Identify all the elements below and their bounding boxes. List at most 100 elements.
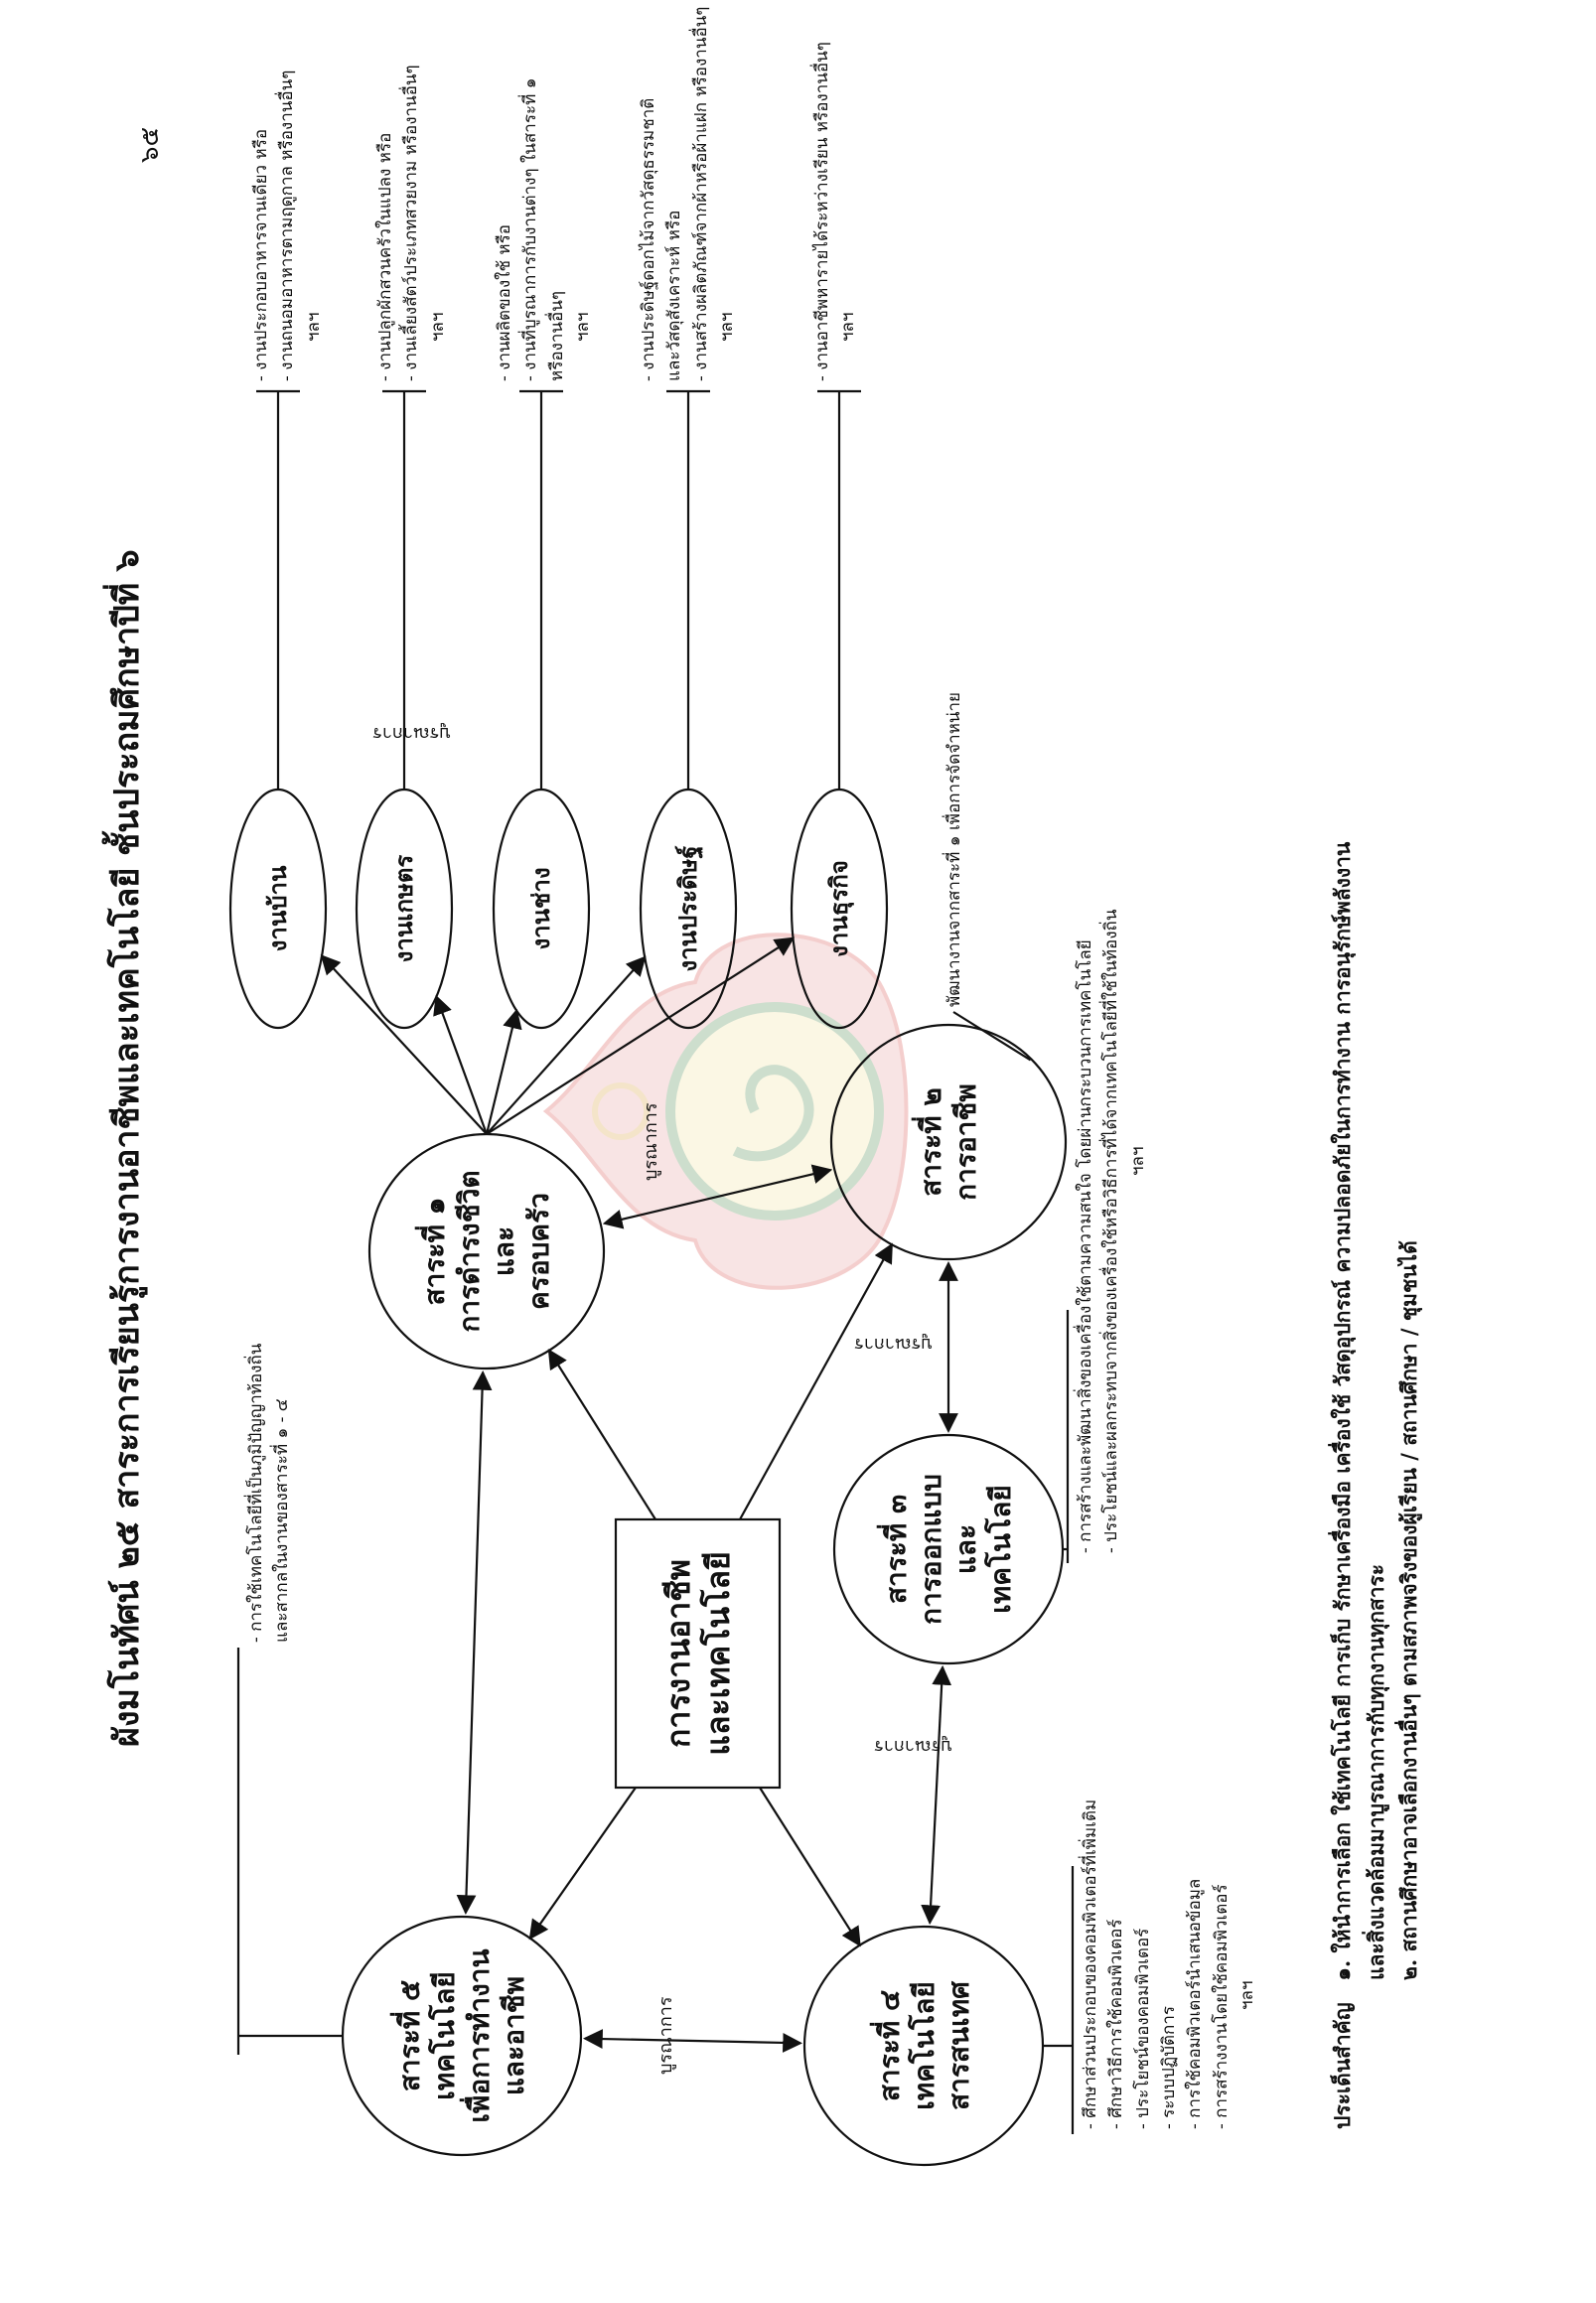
center-label-line: และเทคโนโลยี — [698, 1551, 737, 1756]
strand-circle-s1 — [367, 1132, 606, 1370]
note-business: - งานอาชีพหารายได้ระหว่างเรียน หรืองานอื… — [809, 42, 862, 381]
strand-label-2-line: การอาชีพ — [949, 1083, 982, 1201]
note-line: - ระบบปฏิบัติการ — [1159, 2006, 1180, 2129]
sub-area-label-1: งานบ้าน — [238, 799, 318, 1018]
arrow-center-to-s4 — [759, 1787, 861, 1947]
integration-arrow-s3-s4 — [921, 1664, 952, 1926]
arrow-s1-to-oval-2 — [433, 994, 489, 1135]
sub-area-oval-2 — [355, 788, 454, 1030]
note-etc: ฯลฯ — [303, 312, 324, 342]
strand-label-1-line: และ — [488, 1225, 520, 1277]
arrow-s1-to-oval-1 — [320, 954, 488, 1135]
note-line: - ศึกษาส่วนประกอบของคอมพิวเตอร์ที่เพิ่มเ… — [1081, 1799, 1100, 2129]
strand-label-5: สาระที่ ๕เทคโนโลยีเพื่อการทำงานและอาชีพ — [353, 1927, 571, 2145]
note-line: - งานเลี้ยงสัตว์ประเภทสวยงาม หรืองานอื่น… — [401, 65, 422, 381]
note-line: - การใช้คอมพิวเตอร์นำเสนอข้อมูล — [1185, 1878, 1206, 2129]
note-etc: ฯลฯ — [838, 312, 859, 342]
note-line: - งานผลิตของใช้ หรือ — [495, 224, 514, 381]
note-line: - การสร้างงานโดยใช้คอมพิวเตอร์ — [1211, 1884, 1232, 2129]
strand-label-4-line: เทคโนโลยี — [907, 1981, 941, 2110]
key-points: ประเด็นสำคัญ ๑. ให้นำการเลือก ใช้เทคโนโล… — [1326, 842, 1426, 2129]
strand-circle-s3 — [832, 1433, 1065, 1665]
strand-circle-s2 — [829, 1023, 1068, 1261]
strand-label-3-line: เทคโนโลยี — [984, 1485, 1017, 1614]
sub-area-label-5-line: งานธุรกิจ — [824, 860, 853, 957]
strand-label-2: สาระที่ ๒การอาชีพ — [839, 1033, 1058, 1251]
arrow-center-to-s5 — [528, 1787, 637, 1941]
strand-label-3-line: สาระที่ ๓ — [880, 1494, 913, 1605]
strand-label-5-line: และอาชีพ — [498, 1975, 530, 2096]
note-etc: ฯลฯ — [1127, 1146, 1148, 1176]
sub-area-oval-4 — [639, 788, 738, 1030]
center-box — [614, 1517, 782, 1790]
strand-label-5-line: เพื่อการทำงาน — [463, 1948, 496, 2123]
strand-label-4-line: สารสนเทศ — [942, 1981, 975, 2110]
note-strand-3: - การสร้างและพัฒนาสิ่งของเครื่องใช้ตามคว… — [1073, 910, 1151, 1553]
note-line: - การสร้างและพัฒนาสิ่งของเครื่องใช้ตามคว… — [1076, 939, 1095, 1553]
integration-label-1-5: บูรณาการ — [372, 723, 451, 745]
integration-arrow-s4-s5 — [582, 2029, 803, 2053]
note-etc: ฯลฯ — [1237, 1980, 1258, 2010]
note-line: - งานที่บูรณาการกับงานต่างๆ ในสาระที่ ๑ — [520, 77, 541, 381]
integration-label-3-4: บูรณาการ — [874, 1736, 952, 1758]
note-line: - งานถนอมอาหารตามฤดูกาล หรืองานอื่นๆ — [277, 70, 298, 381]
note-strand-5: - การใช้เทคโนโลยีที่เป็นภูมิปัญญาท้องถิ่… — [243, 1344, 296, 1643]
integration-label-2-3: บูรณาการ — [854, 1334, 933, 1356]
note-line: - การใช้เทคโนโลยีที่เป็นภูมิปัญญาท้องถิ่… — [246, 1343, 266, 1643]
sub-area-label-1-line: งานบ้าน — [263, 865, 292, 952]
sub-area-label-3-line: งานช่าง — [526, 867, 555, 950]
note-housework: - งานประกอบอาหารจานเดียว หรือ - งานถนอมอ… — [248, 71, 327, 381]
arrow-s1-to-oval-3 — [485, 1008, 522, 1135]
note-line: - งานประกอบอาหารจานเดียว หรือ — [251, 128, 271, 381]
key-point-2: ๒. สถานศึกษาอาจเลือกงานอื่นๆ ตามสภาพจริง… — [1396, 1240, 1422, 1980]
strand-label-2-line: สาระที่ ๒ — [915, 1087, 947, 1197]
emblem-wheel — [592, 1082, 650, 1140]
note-line: และวัสดุสังเคราะห์ หรือ — [664, 210, 685, 381]
sub-area-label-3: งานช่าง — [502, 799, 581, 1018]
integration-arrow-s5-s1 — [456, 1369, 493, 1916]
note-line: - ประโยชน์ของคอมพิวเตอร์ — [1132, 1928, 1153, 2129]
note-craft: - งานผลิตของใช้ หรือ - งานที่บูรณาการกับ… — [492, 77, 596, 381]
integration-label-1-2: บูรณาการ — [641, 1102, 661, 1181]
note-line: - ประโยชน์และผลกระทบจากสิ่งของเครื่องใช้… — [1101, 909, 1122, 1553]
note-line: - งานปลูกผักสวนครัวในแปลง หรือ — [375, 132, 395, 381]
center-label-line: การงานอาชีพ — [658, 1559, 697, 1748]
sub-area-label-4: งานประดิษฐ์ — [649, 799, 728, 1018]
emblem-motif — [732, 1065, 814, 1162]
sub-area-label-4-line: งานประดิษฐ์ — [673, 845, 702, 972]
note-strand-4: - ศึกษาส่วนประกอบของคอมพิวเตอร์ที่เพิ่มเ… — [1078, 1799, 1260, 2129]
strand-label-4-line: สาระที่ ๔ — [872, 1989, 906, 2102]
strand-label-5-line: เทคโนโลยี — [428, 1971, 461, 2100]
note-invention: - งานประดิษฐ์ดอกไม้จากวัสดุธรรมชาติ และว… — [636, 7, 740, 381]
sub-area-label-5: งานธุรกิจ — [799, 799, 879, 1018]
sub-area-label-2-line: งานเกษตร — [389, 854, 418, 963]
sub-area-label-2: งานเกษตร — [364, 799, 444, 1018]
page-number: ๖๕ — [135, 126, 165, 163]
sub-area-oval-3 — [492, 788, 591, 1030]
arrow-s1-to-oval-4 — [486, 955, 647, 1135]
note-line: หรืองานอื่นๆ — [546, 291, 567, 381]
strand-label-1-line: การดำรงชีวิต — [453, 1170, 486, 1333]
note-strand-2: พัฒนางานจากสาระที่ ๑ เพื่อการจัดจำหน่าย — [944, 691, 964, 1007]
note-line: และสากลในงานของสาระที่ ๑ - ๔ — [272, 1398, 293, 1643]
sub-area-oval-5 — [790, 788, 889, 1030]
note-line: - งานสร้างผลิตภัณฑ์จากผ้าหรือผ้าแฝก หรือ… — [690, 6, 711, 381]
strand-circle-s5 — [341, 1915, 583, 2157]
strand-label-1: สาระที่ ๑การดำรงชีวิตและครอบครัว — [377, 1142, 596, 1361]
note-etc: ฯลฯ — [717, 312, 738, 342]
strand2-note-connector — [952, 1011, 1032, 1062]
integration-arrow-s1-s2 — [602, 1164, 833, 1229]
note-etc: ฯลฯ — [427, 312, 448, 342]
note-agriculture: - งานปลูกผักสวนครัวในแปลง หรือ - งานเลี้… — [372, 65, 451, 381]
note-line: - งานอาชีพหารายได้ระหว่างเรียน หรืองานอื… — [812, 42, 832, 381]
integration-label-4-5: บูรณาการ — [655, 1996, 676, 2075]
strand-label-5-line: สาระที่ ๕ — [393, 1979, 426, 2092]
arrow-center-to-s2 — [739, 1242, 893, 1520]
sub-area-oval-1 — [228, 788, 328, 1030]
key-point-1: ๑. ให้นำการเลือก ใช้เทคโนโลยี การเก็บ รั… — [1330, 841, 1355, 1981]
strand-label-3-line: และ — [949, 1523, 982, 1575]
page-title: ผังมโนทัศน์ ๒๕ สาระการเรียนรู้การงานอาชี… — [107, 549, 147, 1747]
